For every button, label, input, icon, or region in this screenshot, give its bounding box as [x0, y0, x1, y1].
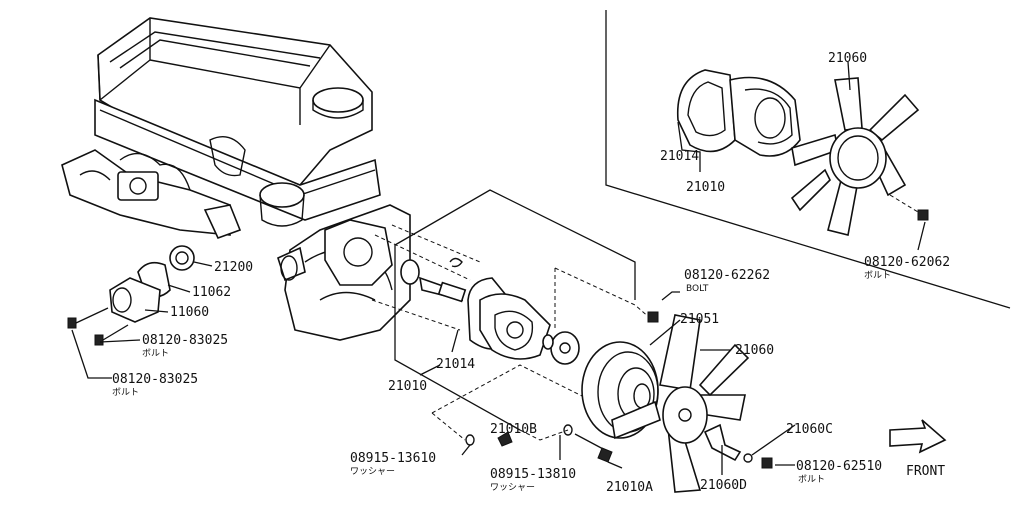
- engine-block: [61, 17, 411, 341]
- bolt-83025-a-icon: [94, 334, 104, 346]
- label-08120-62510: 08120-62510: [796, 459, 882, 474]
- bolt-83025-b-icon: [67, 317, 77, 329]
- label-21010: 21010: [388, 379, 427, 394]
- label-08915-13810-sub: ワッシャー: [490, 483, 535, 493]
- bolt-21010B-icon: [497, 431, 513, 447]
- label-11060: 11060: [170, 305, 209, 320]
- fan-21060: [611, 314, 750, 493]
- label-21200: 21200: [214, 260, 253, 275]
- front-arrow-icon: [889, 419, 947, 454]
- label-08120-62262-sub: BOLT: [686, 284, 709, 294]
- bolt-21010A-icon: [597, 447, 613, 463]
- label-inset-21014: 21014: [660, 149, 699, 164]
- label-08120-62510-sub: ボルト: [798, 474, 825, 485]
- label-08915-13610: 08915-13610: [350, 451, 436, 466]
- washer-13810-icon: [563, 424, 573, 436]
- thermostat-group: [67, 245, 213, 379]
- washer-21060C-icon: [743, 453, 753, 463]
- inset-panel: [605, 10, 1011, 309]
- label-08915-13810: 08915-13810: [490, 467, 576, 482]
- label-08915-13610-sub: ワッシャー: [350, 467, 395, 477]
- bolt-62262-icon: [647, 311, 659, 323]
- label-08120-83025-a: 08120-83025: [142, 333, 228, 348]
- label-08120-83025-a-sub: ボルト: [142, 348, 169, 359]
- thermostat-21200: [169, 245, 195, 271]
- label-08120-62062: 08120-62062: [864, 255, 950, 270]
- label-21060D: 21060D: [700, 478, 747, 493]
- water-outlet-11060: [109, 277, 161, 323]
- label-21060: 21060: [735, 343, 774, 358]
- water-pump-box: [371, 189, 651, 441]
- labels: 21200 11062 11060 08120-83025 ボルト 08120-…: [112, 51, 950, 495]
- bolt-62510-icon: [761, 457, 773, 469]
- label-21051: 21051: [680, 312, 719, 327]
- label-21010B: 21010B: [490, 422, 537, 437]
- label-front: FRONT: [906, 464, 945, 479]
- spacer-21060D: [703, 423, 742, 462]
- label-inset-21060: 21060: [828, 51, 867, 66]
- label-21010A: 21010A: [606, 480, 653, 495]
- bolt-62062-icon: [917, 209, 929, 221]
- water-pump-parts: [400, 257, 580, 376]
- label-11062: 11062: [192, 285, 231, 300]
- washer-13610-icon: [465, 434, 475, 446]
- label-08120-83025-b: 08120-83025: [112, 372, 198, 387]
- label-08120-83025-b-sub: ボルト: [112, 387, 139, 398]
- label-08120-62062-sub: ボルト: [864, 270, 891, 281]
- inset-fan-21060: [790, 77, 920, 236]
- label-inset-21010: 21010: [686, 180, 725, 195]
- label-21014: 21014: [436, 357, 475, 372]
- water-pump-body: [479, 293, 551, 360]
- fan-pulley-group: [461, 291, 796, 493]
- label-21060C: 21060C: [786, 422, 833, 437]
- label-08120-62262: 08120-62262: [684, 268, 770, 283]
